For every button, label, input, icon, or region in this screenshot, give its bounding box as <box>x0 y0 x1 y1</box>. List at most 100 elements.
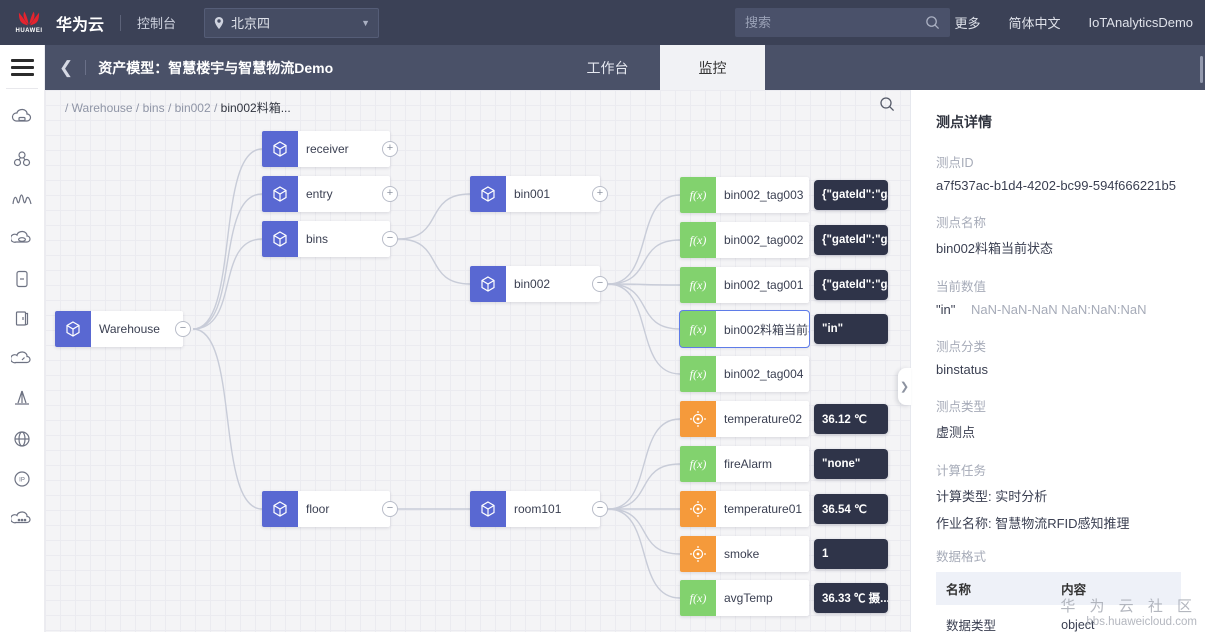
data-format-label: 数据格式 <box>936 550 987 564</box>
expand-toggle[interactable]: + <box>592 186 608 202</box>
waves-icon[interactable] <box>2 179 42 219</box>
tablet-icon[interactable] <box>2 259 42 299</box>
topbar-divider <box>120 14 122 31</box>
function-icon: f(x) <box>680 311 716 347</box>
asset-node-bins[interactable]: bins − <box>262 221 398 257</box>
svg-text:IP: IP <box>19 478 25 484</box>
diagram-search-icon[interactable] <box>879 96 896 118</box>
task-type: 计算类型: 实时分析 <box>936 489 1048 504</box>
brand-name[interactable]: 华为云 <box>56 16 105 34</box>
search-input[interactable] <box>745 15 925 30</box>
globe-icon[interactable] <box>2 419 42 459</box>
asset-node-receiver[interactable]: receiver + <box>262 131 398 167</box>
node-label: bin001 <box>514 187 551 201</box>
value-badge: {"gateId":"ga... <box>814 180 888 210</box>
collapse-toggle[interactable]: − <box>592 501 608 517</box>
value-badge: 36.54 ℃ <box>814 494 888 524</box>
asset-node-room101[interactable]: room101 − <box>470 491 608 527</box>
sensor-icon <box>680 536 716 572</box>
function-icon: f(x) <box>680 222 716 258</box>
current-value: "in" NaN-NaN-NaN NaN:NaN:NaN <box>936 302 1181 317</box>
point-node-bin002-tag003[interactable]: f(x) bin002_tag003 <box>680 177 809 213</box>
notebook-icon[interactable] <box>2 299 42 339</box>
data-format-table: 名称 内容 数据类型 object 取值范围 ~ <box>936 572 1181 632</box>
panel-collapse-toggle[interactable]: ❯ <box>898 368 911 405</box>
sidebar-separator <box>6 88 38 89</box>
point-node-smoke[interactable]: smoke <box>680 536 809 572</box>
tab-monitor[interactable]: 监控 <box>660 45 765 90</box>
search-icon[interactable] <box>925 15 940 30</box>
breadcrumb[interactable]: / Warehouse / bins / bin002 / bin002料箱..… <box>65 99 291 116</box>
asset-node-bin001[interactable]: bin001 + <box>470 176 608 212</box>
point-node-temperature01[interactable]: temperature01 <box>680 491 809 527</box>
cloud-server-icon[interactable] <box>2 99 42 139</box>
node-label: smoke <box>724 547 760 561</box>
expand-toggle[interactable]: + <box>382 141 398 157</box>
console-link[interactable]: 控制台 <box>137 16 177 31</box>
cube-icon <box>262 491 298 527</box>
node-label: floor <box>306 502 330 516</box>
function-icon: f(x) <box>680 177 716 213</box>
huawei-logo-text: HUAWEI <box>15 28 43 34</box>
region-selector[interactable]: 北京四 ▼ <box>204 7 380 38</box>
point-node-avgtemp[interactable]: f(x) avgTemp <box>680 580 809 616</box>
global-search[interactable] <box>735 8 950 37</box>
point-name-label: 测点名称 <box>936 216 987 230</box>
value-badge: "none" <box>814 449 888 479</box>
sensor-icon <box>680 491 716 527</box>
asset-tree-canvas[interactable]: / Warehouse / bins / bin002 / bin002料箱..… <box>45 90 910 632</box>
collapse-toggle[interactable]: − <box>592 276 608 292</box>
ip-icon[interactable]: IP <box>2 459 42 499</box>
asset-node-entry[interactable]: entry + <box>262 176 398 212</box>
cube-icon <box>262 221 298 257</box>
point-node-bin002-status[interactable]: f(x) bin002料箱当前状态.. <box>679 310 810 348</box>
point-node-firealarm[interactable]: f(x) fireAlarm <box>680 446 809 482</box>
collapse-toggle[interactable]: − <box>175 321 191 337</box>
value-badge: "in" <box>814 314 888 344</box>
scrollbar-thumb[interactable] <box>1200 56 1203 83</box>
cloud-meter-icon[interactable] <box>2 339 42 379</box>
function-icon: f(x) <box>680 446 716 482</box>
task-job-name: 作业名称: 智慧物流RFID感知推理 <box>936 516 1130 531</box>
view-tabs: 工作台 监控 <box>555 45 765 90</box>
collapse-toggle[interactable]: − <box>382 231 398 247</box>
point-node-bin002-tag001[interactable]: f(x) bin002_tag001 <box>680 267 809 303</box>
cube-icon <box>470 491 506 527</box>
function-icon: f(x) <box>680 356 716 392</box>
language-switcher[interactable]: 简体中文 <box>1008 16 1061 31</box>
asset-node-bin002[interactable]: bin002 − <box>470 266 608 302</box>
point-node-bin002-tag002[interactable]: f(x) bin002_tag002 <box>680 222 809 258</box>
cube-icon <box>470 266 506 302</box>
molecule-icon[interactable] <box>2 139 42 179</box>
value-badge: 1 <box>814 539 888 569</box>
point-detail-panel: ❯ 测点详情 测点ID a7f537ac-b1d4-4202-bc99-594f… <box>898 90 1205 632</box>
account-name[interactable]: IoTAnalyticsDemo <box>1088 15 1193 30</box>
cube-icon <box>262 131 298 167</box>
cloud-more-icon[interactable] <box>2 499 42 539</box>
point-node-temperature02[interactable]: temperature02 <box>680 401 809 437</box>
huawei-logo[interactable]: HUAWEI <box>6 11 52 34</box>
more-menu[interactable]: 更多 <box>954 16 981 31</box>
table-row: 数据类型 object <box>936 605 1181 632</box>
current-value-main: "in" <box>936 302 956 317</box>
menu-icon[interactable] <box>11 59 34 76</box>
beacon-icon[interactable] <box>2 379 42 419</box>
sensor-icon <box>680 401 716 437</box>
back-button[interactable]: ❮ <box>59 57 74 77</box>
node-label: bin002 <box>514 277 551 291</box>
column-header-name: 名称 <box>936 572 1052 605</box>
node-label: receiver <box>306 142 349 156</box>
cloud-storage-icon[interactable] <box>2 219 42 259</box>
point-node-bin002-tag004[interactable]: f(x) bin002_tag004 <box>680 356 809 392</box>
cube-icon <box>262 176 298 212</box>
column-header-content: 内容 <box>1051 572 1181 605</box>
asset-node-floor[interactable]: floor − <box>262 491 398 527</box>
row-name: 数据类型 <box>936 605 1052 632</box>
expand-toggle[interactable]: + <box>382 186 398 202</box>
collapse-toggle[interactable]: − <box>382 501 398 517</box>
asset-node-warehouse[interactable]: Warehouse − <box>55 311 191 347</box>
top-bar: HUAWEI 华为云 控制台 北京四 ▼ 更多 简体中文 IoTAnalytic… <box>0 0 1205 45</box>
node-label: temperature02 <box>724 412 803 426</box>
tab-workbench[interactable]: 工作台 <box>586 59 629 76</box>
breadcrumb-path[interactable]: / Warehouse / bins / bin002 / <box>65 101 221 115</box>
